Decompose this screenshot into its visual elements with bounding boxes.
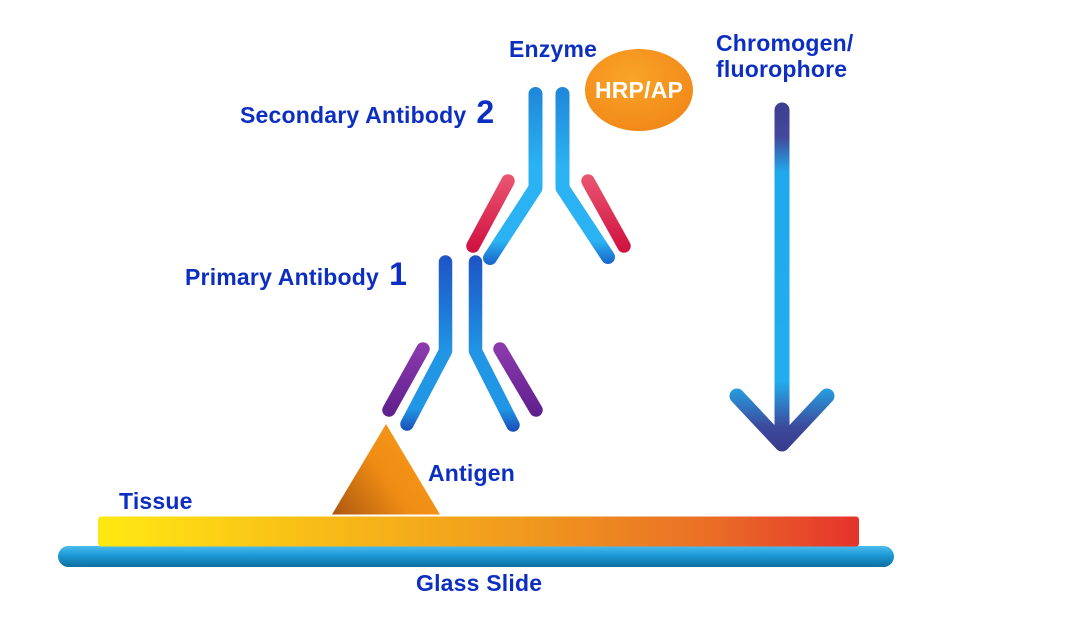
secondary-antibody-label: Secondary Antibody 2 bbox=[240, 96, 494, 129]
secondary-light-chain-right bbox=[581, 174, 631, 253]
enzyme-tag-label: HRP/AP bbox=[594, 77, 684, 103]
primary-antibody-text: Primary Antibody bbox=[185, 264, 380, 290]
enzyme-ellipse bbox=[585, 49, 693, 131]
primary-light-chain-right bbox=[493, 342, 543, 417]
secondary-heavy-chain-right bbox=[555, 87, 615, 264]
primary-antibody-shape bbox=[382, 255, 543, 432]
glass-slide-label: Glass Slide bbox=[416, 570, 543, 596]
enzyme-label: Enzyme bbox=[509, 36, 598, 62]
arrow-down-icon bbox=[729, 102, 835, 452]
secondary-antibody-shape bbox=[466, 87, 631, 265]
primary-antibody-number: 1 bbox=[389, 256, 408, 292]
chromogen-line1: Chromogen/ bbox=[716, 30, 854, 56]
tissue-label: Tissue bbox=[119, 488, 193, 514]
primary-heavy-chain-right bbox=[468, 255, 520, 432]
chromogen-line2: fluorophore bbox=[716, 55, 848, 82]
antigen-label: Antigen bbox=[428, 460, 515, 486]
secondary-antibody-number: 2 bbox=[476, 94, 495, 130]
glass-slide-bar bbox=[58, 546, 894, 567]
antigen-triangle bbox=[332, 424, 440, 515]
secondary-heavy-chain-left bbox=[483, 87, 543, 265]
secondary-light-chain-left bbox=[466, 174, 515, 253]
primary-heavy-chain-left bbox=[400, 255, 453, 431]
tissue-bar bbox=[98, 516, 859, 547]
primary-light-chain-left bbox=[382, 342, 430, 417]
chromogen-fluorophore-label: Chromogen/ fluorophore bbox=[716, 30, 853, 82]
secondary-antibody-text: Secondary Antibody bbox=[240, 102, 467, 128]
primary-antibody-label: Primary Antibody 1 bbox=[185, 258, 407, 291]
arrow-head bbox=[729, 388, 835, 452]
